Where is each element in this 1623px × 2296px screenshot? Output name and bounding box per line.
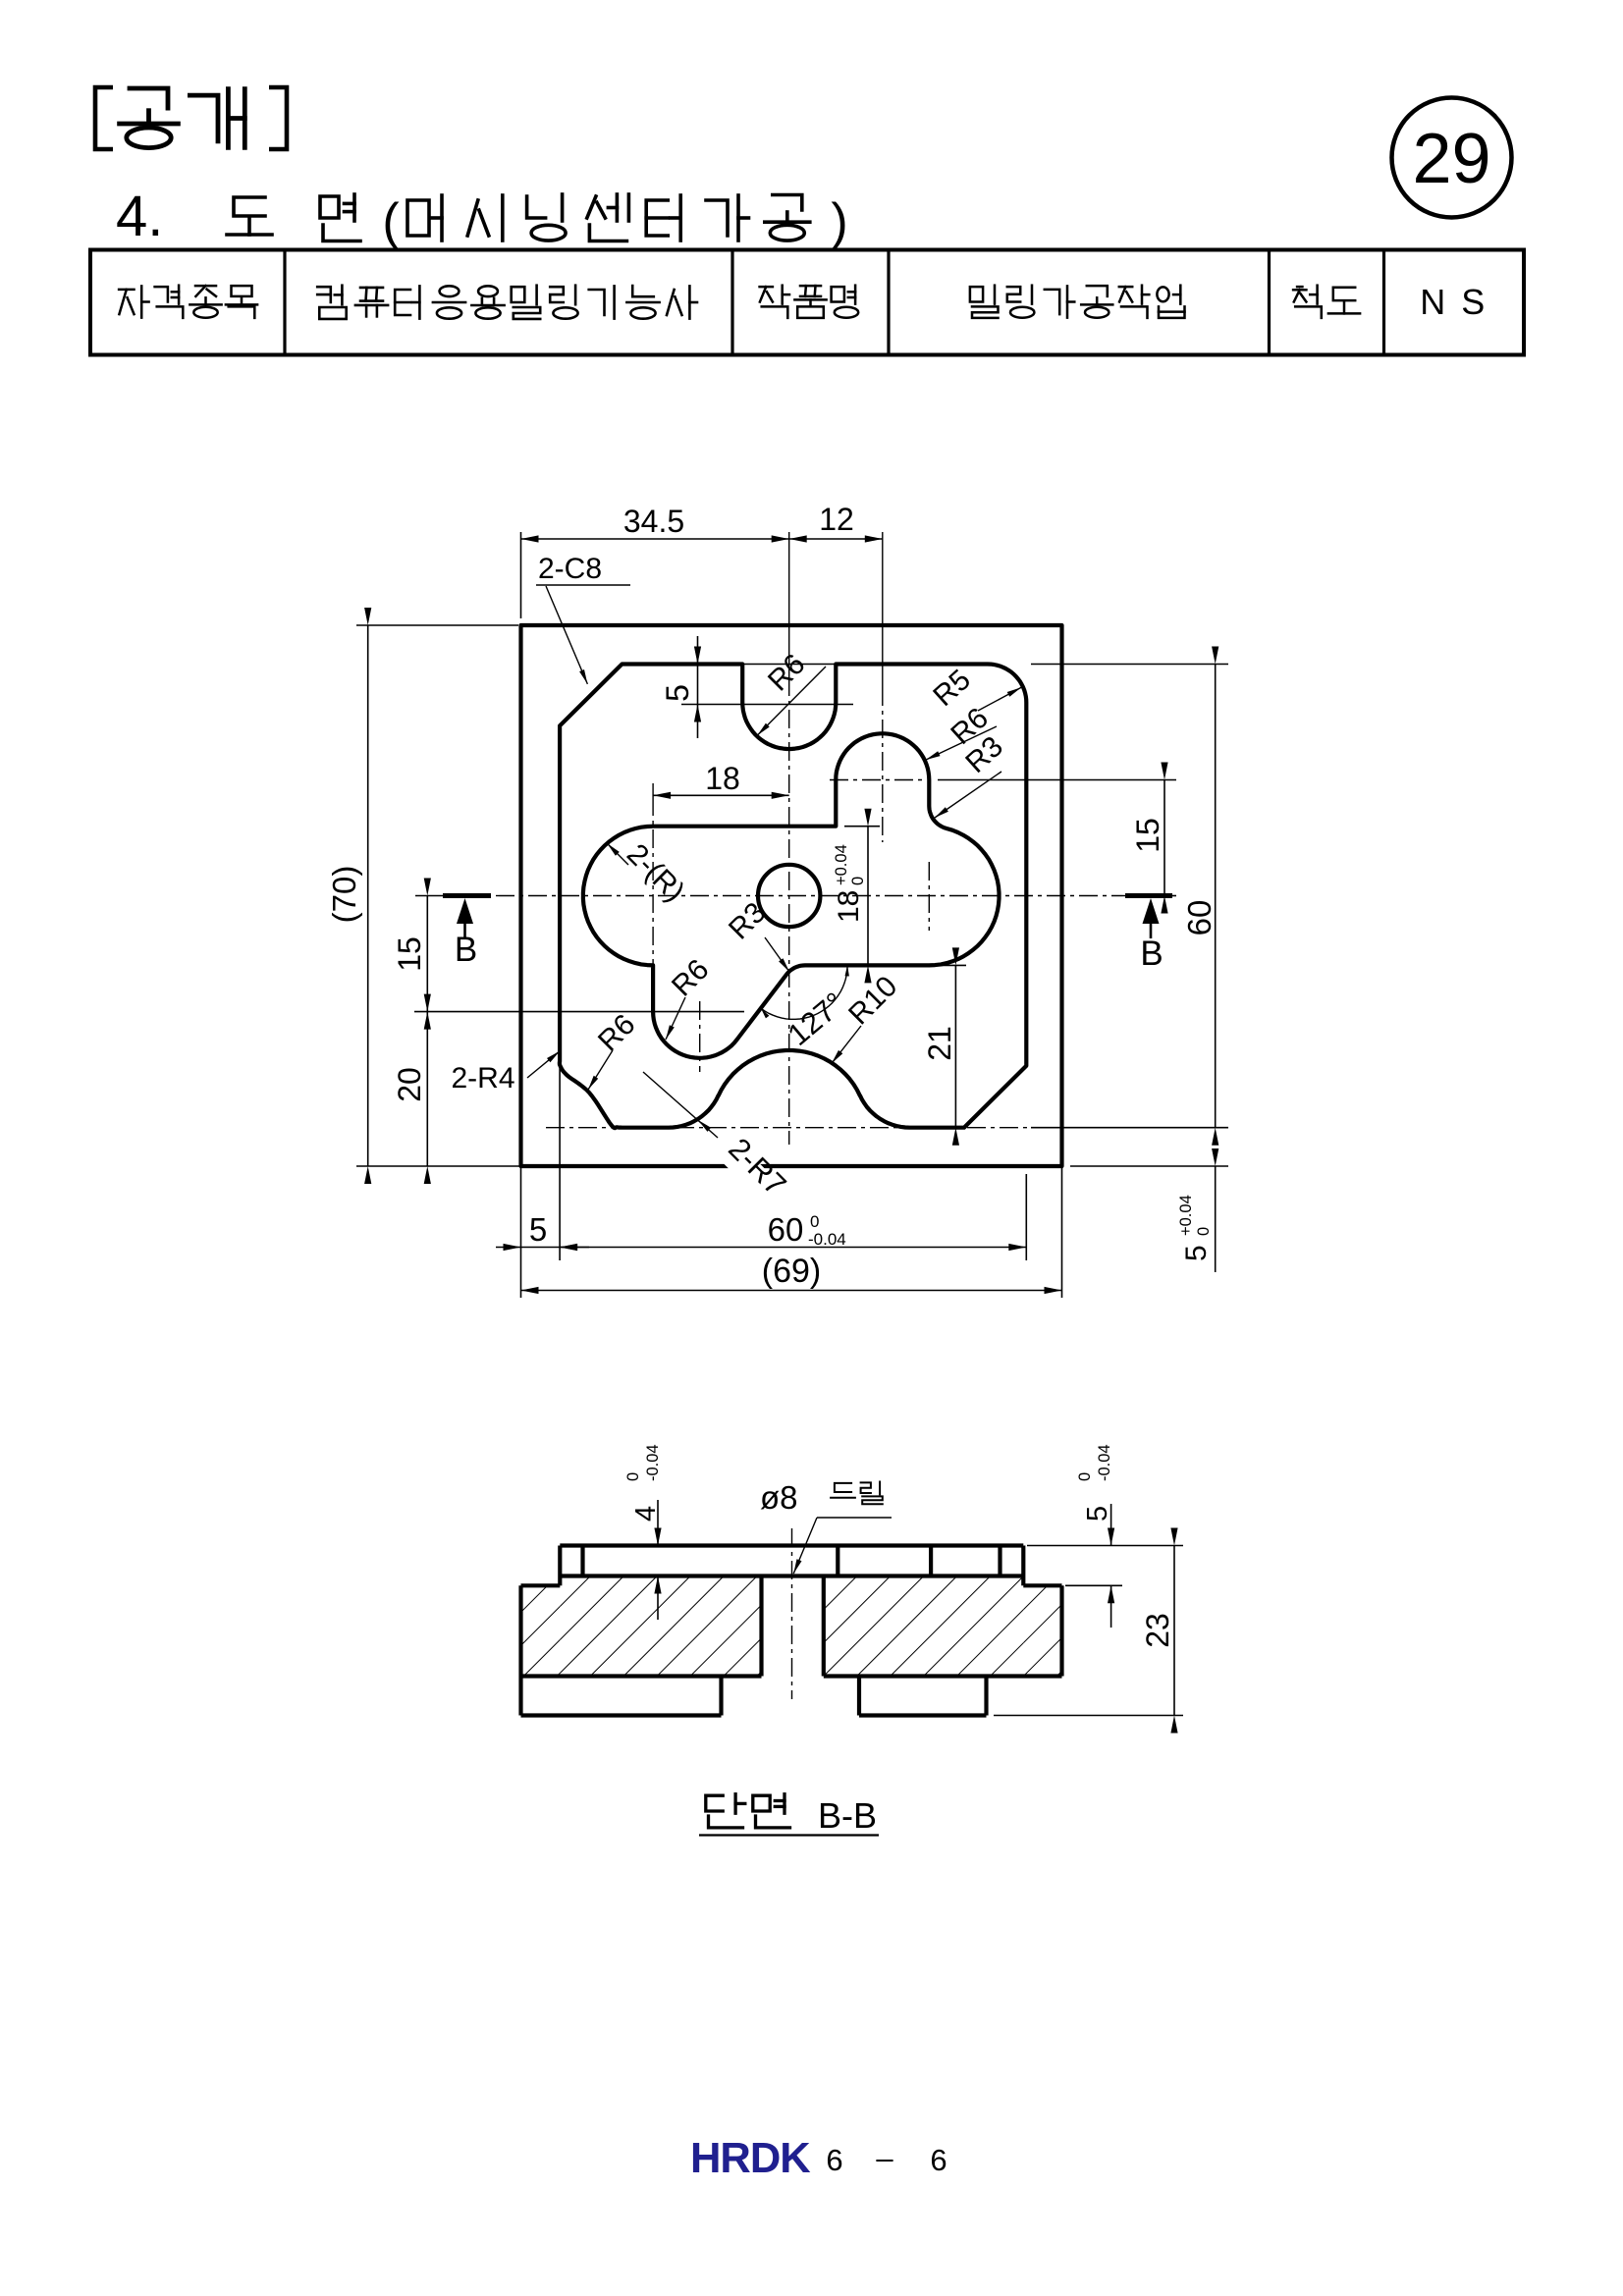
- svg-text:(70): (70): [326, 866, 362, 924]
- svg-text:21: 21: [922, 1026, 957, 1061]
- svg-text:+0.04: +0.04: [833, 844, 850, 885]
- svg-text:5: 5: [529, 1211, 547, 1248]
- svg-text:B: B: [1140, 934, 1163, 973]
- svg-text:20: 20: [392, 1067, 427, 1102]
- svg-text:0: 0: [810, 1212, 819, 1231]
- svg-text:+0.04: +0.04: [1177, 1195, 1195, 1236]
- svg-text:34.5: 34.5: [623, 504, 684, 539]
- svg-text:0: 0: [849, 877, 867, 885]
- svg-text:-0.04: -0.04: [644, 1444, 662, 1481]
- svg-text:5: 5: [660, 684, 695, 702]
- svg-text:-0.04: -0.04: [808, 1230, 846, 1249]
- svg-text:(69): (69): [762, 1253, 821, 1290]
- svg-text:23: 23: [1140, 1613, 1175, 1648]
- svg-text:2-C8: 2-C8: [538, 553, 602, 585]
- svg-text:4: 4: [630, 1506, 662, 1522]
- svg-text:5: 5: [1082, 1506, 1113, 1522]
- svg-text:18: 18: [705, 761, 740, 796]
- svg-text:29: 29: [1412, 120, 1490, 198]
- svg-text:4.: 4.: [116, 185, 163, 248]
- svg-text:HRDK: HRDK: [690, 2135, 811, 2182]
- svg-text:12: 12: [819, 502, 854, 537]
- svg-text:(: (: [382, 193, 400, 250]
- svg-text:15: 15: [1130, 818, 1165, 853]
- svg-text:B-B: B-B: [818, 1795, 877, 1836]
- svg-text:15: 15: [392, 936, 427, 972]
- svg-text:60: 60: [768, 1211, 804, 1248]
- svg-text:0: 0: [1076, 1472, 1094, 1481]
- svg-text:ø8: ø8: [760, 1479, 798, 1516]
- svg-text:0: 0: [1195, 1227, 1213, 1236]
- svg-text:N S: N S: [1420, 282, 1488, 322]
- svg-text:18: 18: [833, 890, 865, 923]
- svg-text:60: 60: [1181, 900, 1217, 936]
- svg-text:5: 5: [1180, 1245, 1213, 1261]
- svg-text:): ): [831, 193, 847, 250]
- svg-text:2-R4: 2-R4: [451, 1062, 514, 1095]
- svg-text:6: 6: [930, 2143, 947, 2177]
- svg-text:-0.04: -0.04: [1096, 1444, 1113, 1481]
- svg-text:0: 0: [624, 1472, 642, 1481]
- svg-text:B: B: [455, 931, 477, 969]
- svg-text:6: 6: [826, 2143, 842, 2177]
- svg-text:–: –: [876, 2141, 893, 2175]
